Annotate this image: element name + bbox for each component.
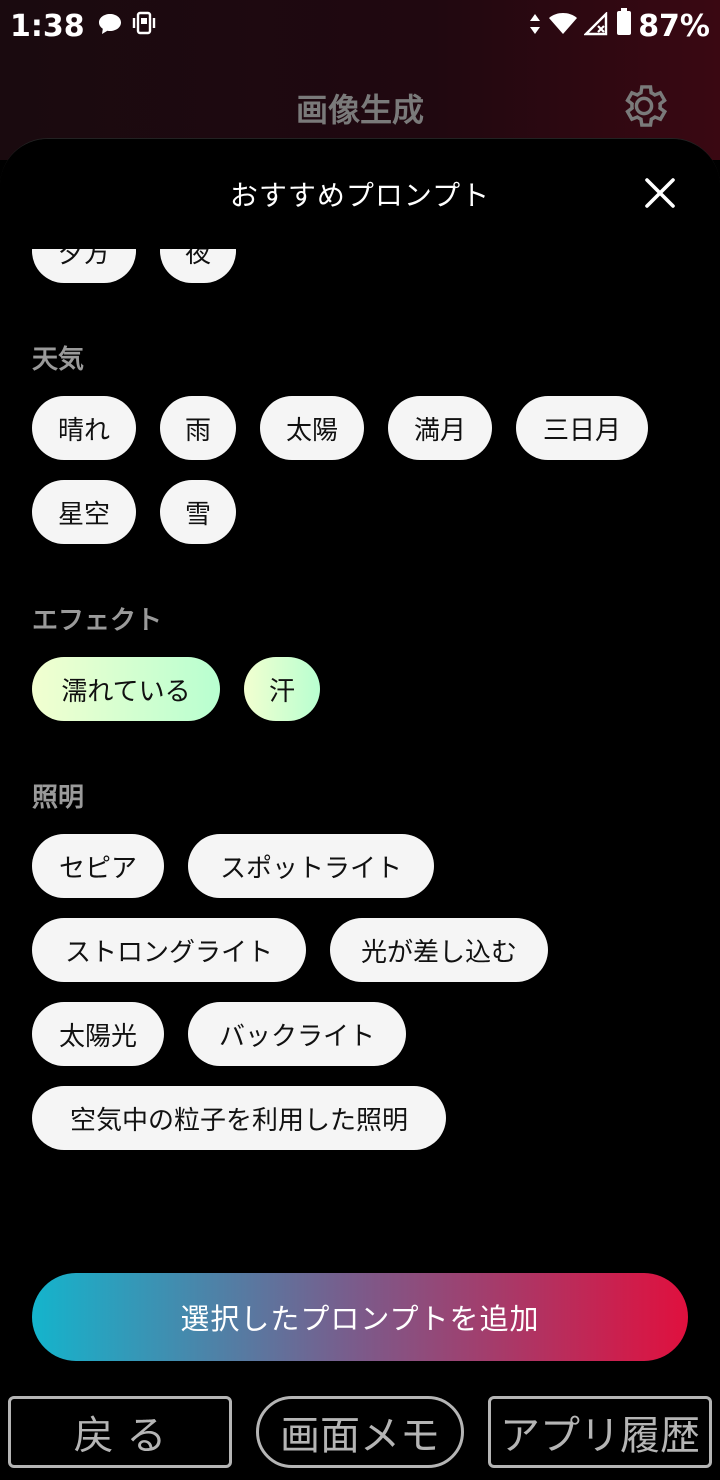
close-icon (643, 176, 677, 214)
status-time: 1:38 (10, 8, 85, 44)
settings-button[interactable] (612, 76, 676, 140)
wifi-icon (548, 9, 578, 44)
chip-evening[interactable]: 夕方 (32, 249, 136, 283)
chip-starry-sky[interactable]: 星空 (32, 480, 136, 544)
chip-sepia[interactable]: セピア (32, 834, 164, 898)
chip-sweat[interactable]: 汗 (244, 657, 320, 721)
add-selected-prompts-button[interactable]: 選択したプロンプトを追加 (32, 1273, 688, 1361)
chip-sunlight[interactable]: 太陽光 (32, 1002, 164, 1066)
signal-off-icon (583, 9, 610, 44)
section-time-of-day: 夕方 夜 (0, 249, 720, 283)
section-title-effect: エフェクト (32, 606, 163, 636)
chip-rain[interactable]: 雨 (160, 396, 236, 460)
sheet-title: おすすめプロンプト (229, 179, 491, 212)
chip-snow[interactable]: 雪 (160, 480, 236, 544)
section-weather: 天気 晴れ 雨 太陽 満月 三日月 星空 雪 (0, 339, 720, 544)
nav-memo-button[interactable]: 画面メモ (256, 1396, 464, 1468)
section-title-weather: 天気 (32, 345, 85, 375)
battery-level: 87% (638, 8, 710, 44)
chip-strong-light[interactable]: ストロングライト (32, 918, 306, 982)
chip-sun[interactable]: 太陽 (260, 396, 364, 460)
data-arrows-icon (528, 9, 542, 44)
close-button[interactable] (636, 171, 684, 219)
status-bar: 1:38 87% (0, 0, 720, 52)
bottom-nav: 戻 る 画面メモ アプリ履歴 (0, 1392, 720, 1480)
battery-icon (616, 8, 632, 44)
chip-full-moon[interactable]: 満月 (388, 396, 492, 460)
page-title: 画像生成 (295, 91, 424, 129)
section-title-lighting: 照明 (32, 783, 85, 813)
chip-backlight[interactable]: バックライト (188, 1002, 406, 1066)
section-lighting: 照明 セピア スポットライト ストロングライト 光が差し込む 太陽光 バックライ… (0, 777, 720, 1150)
prompt-list[interactable]: 夕方 夜 天気 晴れ 雨 太陽 満月 三日月 星空 雪 エフェクト 濡れている … (0, 249, 720, 1249)
vibrate-icon (131, 9, 157, 44)
chip-night[interactable]: 夜 (160, 249, 236, 283)
section-effect: エフェクト 濡れている 汗 (0, 600, 720, 721)
chip-wet[interactable]: 濡れている (32, 657, 220, 721)
chip-particle-lighting[interactable]: 空気中の粒子を利用した照明 (32, 1086, 446, 1150)
sheet-header: おすすめプロンプト (0, 139, 720, 249)
nav-back-button[interactable]: 戻 る (8, 1396, 232, 1468)
chip-crescent-moon[interactable]: 三日月 (516, 396, 648, 460)
prompt-sheet: おすすめプロンプト 夕方 夜 天気 晴れ 雨 太陽 満月 三日月 星空 雪 (0, 138, 720, 1388)
chip-sunny[interactable]: 晴れ (32, 396, 136, 460)
nav-history-button[interactable]: アプリ履歴 (488, 1396, 712, 1468)
chat-bubble-icon (97, 9, 123, 44)
chip-light-shining-in[interactable]: 光が差し込む (330, 918, 548, 982)
gear-icon (618, 80, 670, 136)
app-header: 画像生成 (0, 70, 720, 146)
chip-spotlight[interactable]: スポットライト (188, 834, 434, 898)
